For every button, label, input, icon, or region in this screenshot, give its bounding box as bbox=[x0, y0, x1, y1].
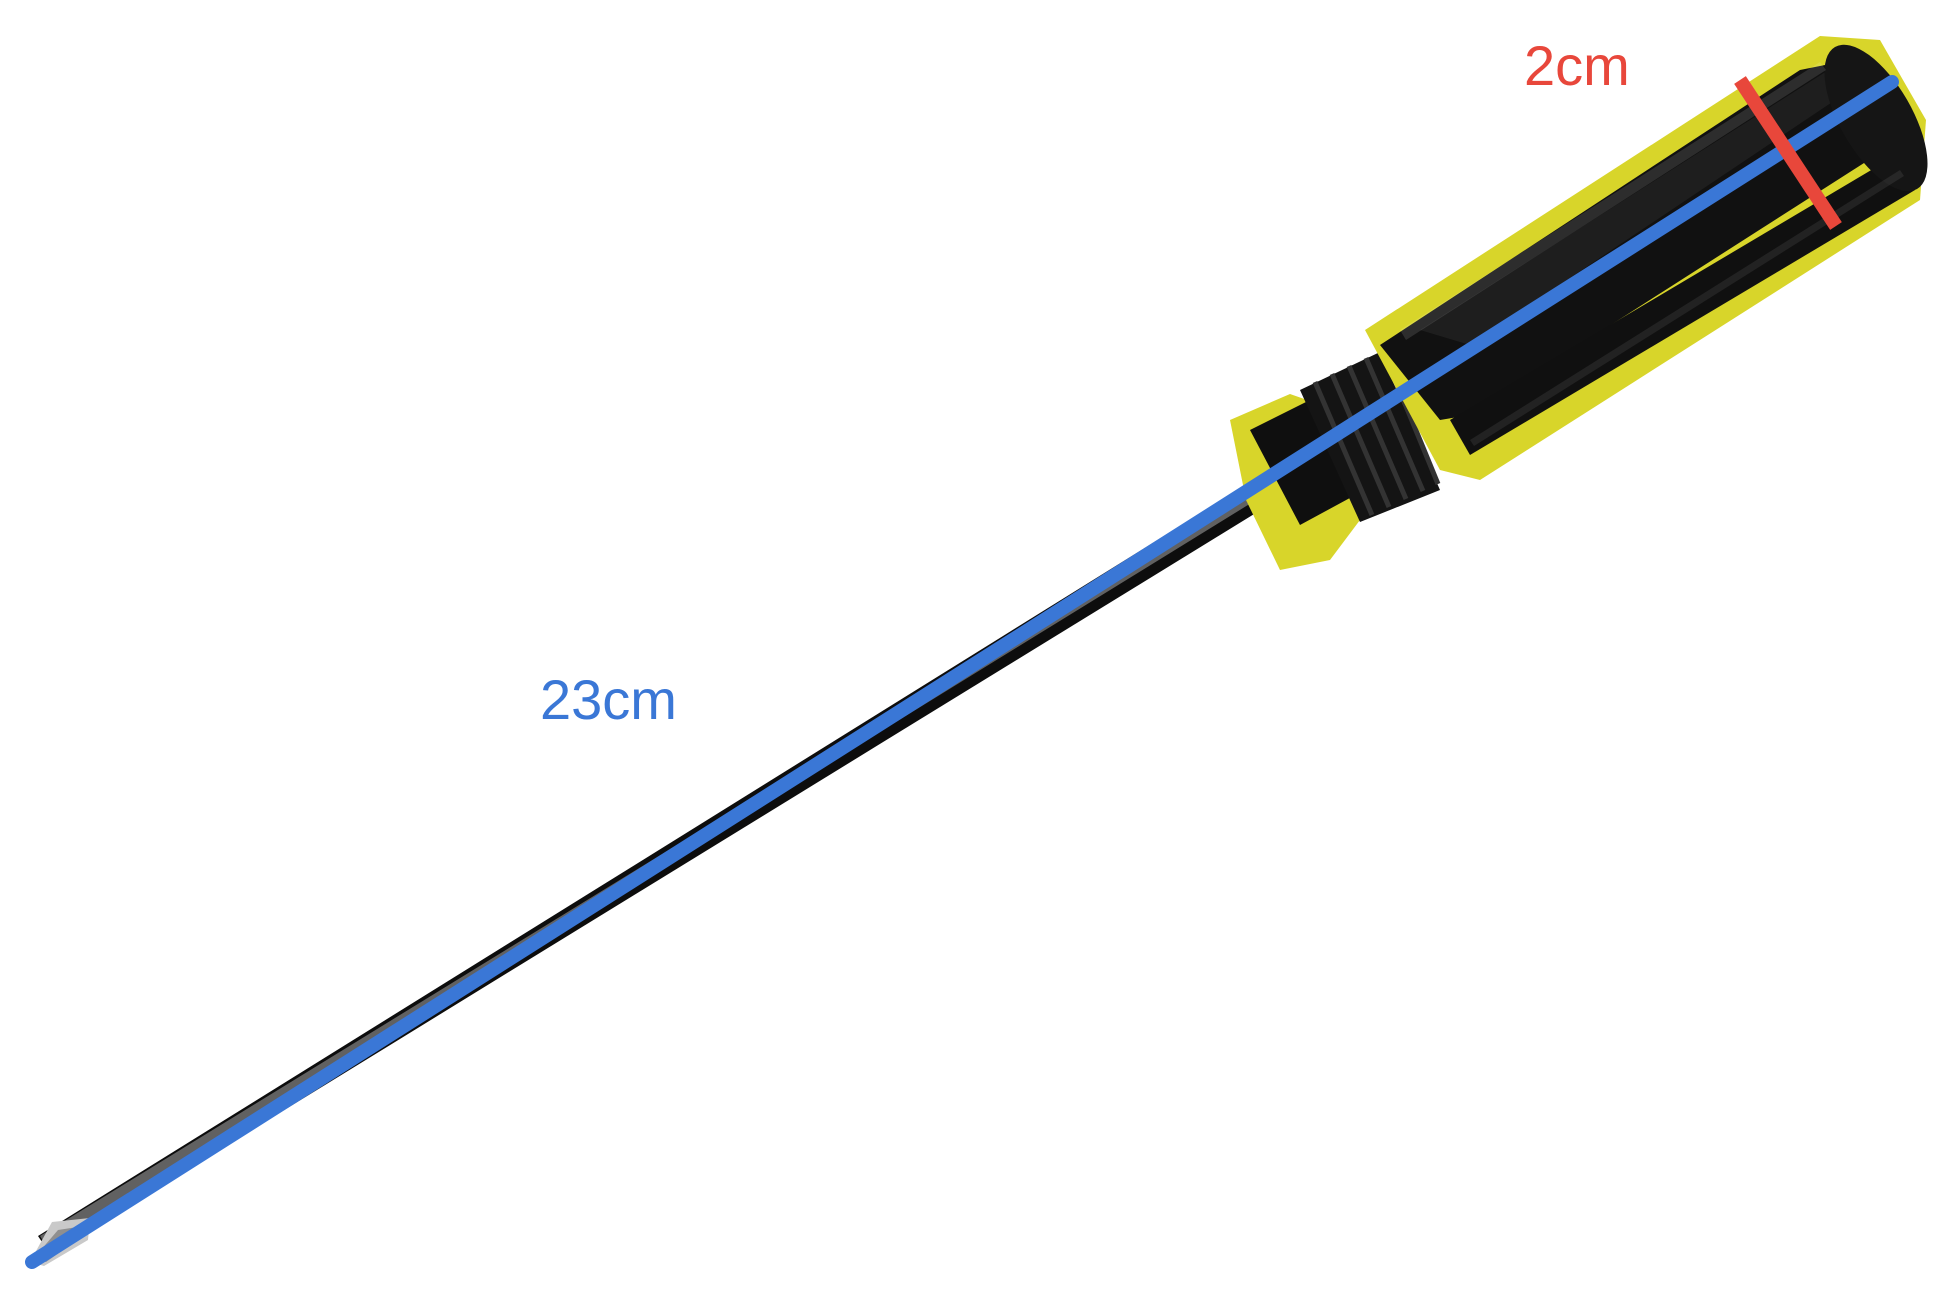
width-measure-label: 2cm bbox=[1524, 34, 1630, 97]
width-measure-line bbox=[1734, 76, 1842, 230]
length-measure-label: 23cm bbox=[540, 668, 677, 731]
length-measure-line bbox=[25, 75, 1899, 1269]
